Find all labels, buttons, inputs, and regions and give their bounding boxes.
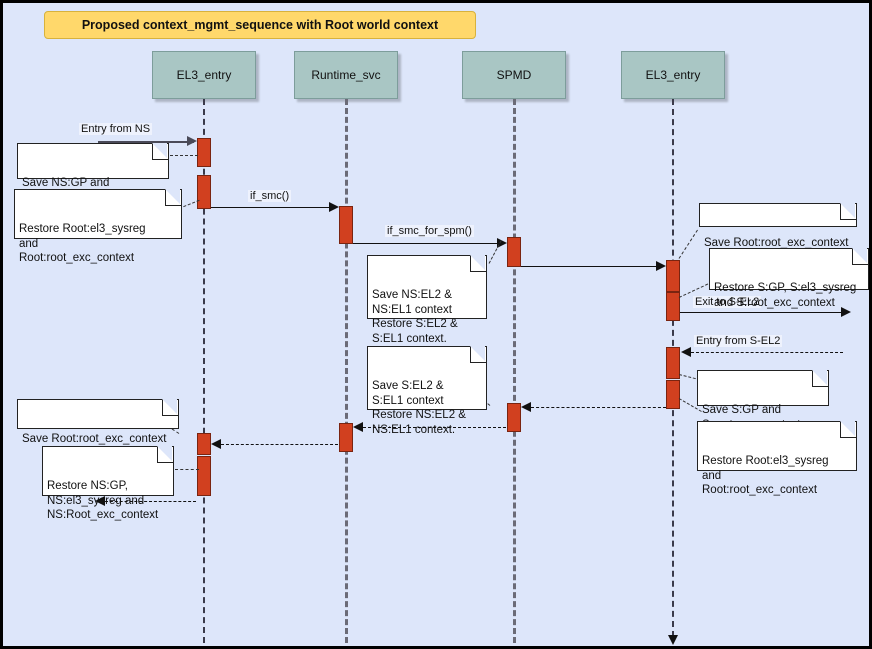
note-text: Save S:EL2 & S:EL1 context Restore NS:EL… (372, 380, 466, 436)
lifeline-head-el3-entry-right[interactable]: EL3_entry (621, 51, 725, 99)
note-save-root-root-exc-context-upper: Save Root:root_exc_context (699, 203, 857, 249)
note-fold-icon (162, 399, 178, 416)
lifeline-label: EL3_entry (645, 68, 701, 82)
message-arrow-entry-from-ns (187, 136, 197, 146)
note-fold-icon (157, 446, 173, 463)
note-text: Save NS:EL2 & NS:EL1 context Restore S:E… (372, 289, 458, 345)
message-arrow-spmd-to-runtime-svc-return (353, 422, 363, 432)
note-anchor (678, 229, 698, 259)
lifeline-head-runtime-svc[interactable]: Runtime_svc (294, 51, 398, 99)
note-anchor (175, 469, 199, 470)
note-fold-icon (152, 143, 168, 160)
lifeline-line-spmd (513, 99, 516, 643)
activation-bar (666, 292, 680, 321)
message-line-if-smc (211, 207, 333, 208)
message-arrow-if-smc-for-spm (497, 238, 507, 248)
message-line-if-smc-for-spm (353, 243, 501, 244)
activation-bar (197, 138, 211, 167)
note-text: Restore Root:el3_sysreg and Root:root_ex… (19, 223, 146, 264)
message-label-entry-from-ns: Entry from NS (79, 123, 153, 135)
activation-bar (666, 347, 680, 379)
lifeline-line-el3-entry-left (203, 99, 205, 643)
message-line-spmd-to-el3-entry (521, 266, 660, 267)
lifeline-head-el3-entry-left[interactable]: EL3_entry (152, 51, 256, 99)
message-line-runtime-svc-to-el3-entry-return (221, 444, 338, 445)
note-save-ns-el2-restore-s-el2: Save NS:EL2 & NS:EL1 context Restore S:E… (367, 255, 487, 345)
message-arrow-el3-entry-to-spmd-return (521, 402, 531, 412)
message-label-if-smc: if_smc() (248, 190, 292, 202)
note-fold-icon (165, 189, 181, 206)
note-save-s-el2-restore-ns-el2: Save S:EL2 & S:EL1 context Restore NS:EL… (367, 346, 487, 436)
message-line-entry-from-s-el2 (691, 352, 843, 353)
message-line-spmd-to-runtime-svc-return (363, 427, 506, 428)
activation-bar (666, 260, 680, 292)
message-arrow-if-smc (329, 202, 339, 212)
diagram-title: Proposed context_mgmt_sequence with Root… (44, 11, 476, 39)
message-label-if-smc-for-spm: if_smc_for_spm() (385, 225, 474, 237)
note-anchor (170, 155, 198, 156)
activation-bar (197, 456, 211, 496)
note-fold-icon (840, 421, 856, 438)
note-restore-root-el3-sysreg: Restore Root:el3_sysreg and Root:root_ex… (14, 189, 182, 264)
note-fold-icon (852, 248, 868, 265)
note-text: Save Root:root_exc_context (22, 433, 167, 445)
note-fold-icon (812, 370, 828, 387)
message-arrow-el3-entry-to-external-return (95, 496, 105, 506)
note-restore-ns-gp: Restore NS:GP, NS:el3_sysreg and NS:Root… (42, 446, 174, 521)
message-line-el3-entry-to-external-return (105, 501, 196, 502)
note-save-s-gp: Save S:GP and S:root_exc_context (697, 370, 829, 431)
note-text: Restore S:GP, S:el3_sysreg and S:root_ex… (714, 282, 857, 309)
activation-bar (507, 403, 521, 432)
lifeline-head-spmd[interactable]: SPMD (462, 51, 566, 99)
activation-bar (507, 237, 521, 267)
activation-bar (666, 380, 680, 409)
message-label-entry-from-s-el2: Entry from S-EL2 (694, 335, 783, 347)
note-save-root-root-exc-context-lower: Save Root:root_exc_context (17, 399, 179, 445)
note-text: Save Root:root_exc_context (704, 237, 849, 249)
lifeline-label: SPMD (496, 68, 532, 82)
lifeline-line-runtime-svc (345, 99, 348, 643)
note-text: Restore NS:GP, NS:el3_sysreg and NS:Root… (47, 480, 159, 521)
lifeline-label: Runtime_svc (311, 68, 381, 82)
activation-bar (339, 206, 353, 244)
message-arrow-entry-from-s-el2 (681, 347, 691, 357)
message-line-exit-to-s-el2 (680, 312, 845, 313)
note-save-ns-gp: Save NS:GP and NS:Root_exc_context (17, 143, 169, 204)
message-arrow-exit-to-s-el2 (841, 307, 851, 317)
activation-bar (197, 433, 211, 455)
message-line-entry-from-ns (98, 141, 194, 143)
note-fold-icon (470, 346, 486, 363)
note-fold-icon (840, 203, 856, 220)
activation-bar (339, 423, 353, 452)
note-restore-root-el3-sysreg-lower: Restore Root:el3_sysreg and Root:root_ex… (697, 421, 857, 496)
lifeline-terminator-arrow (668, 635, 678, 645)
lifeline-label: EL3_entry (176, 68, 232, 82)
activation-bar (197, 175, 211, 209)
message-label-exit-to-s-el2: Exit to S-EL2 (693, 296, 762, 308)
note-fold-icon (470, 255, 486, 272)
message-arrow-spmd-to-el3-entry (656, 261, 666, 271)
note-restore-s-gp: Restore S:GP, S:el3_sysreg and S:root_ex… (709, 248, 869, 309)
message-arrow-runtime-svc-to-el3-entry-return (211, 439, 221, 449)
message-line-el3-entry-to-spmd-return (531, 407, 666, 408)
note-text: Restore Root:el3_sysreg and Root:root_ex… (702, 455, 829, 496)
